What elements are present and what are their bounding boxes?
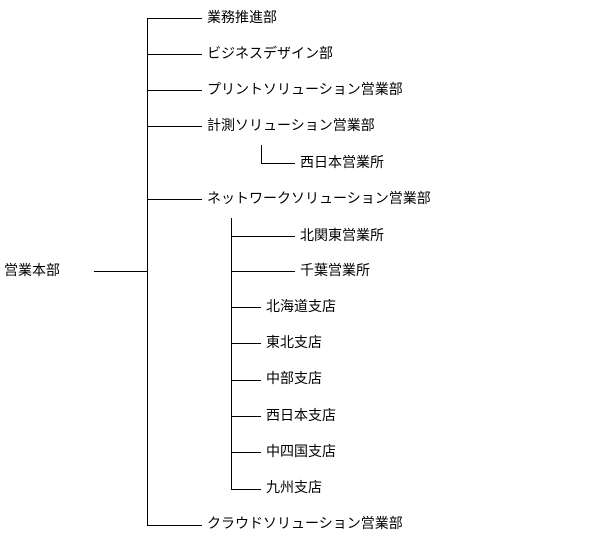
measurement-office-label-1: 西日本営業所	[300, 155, 384, 171]
dept-connector-3	[147, 90, 202, 91]
dept-label-5: ネットワークソリューション営業部	[207, 191, 431, 207]
network-branch-connector-2	[231, 343, 261, 344]
network-sub-trunk-line	[231, 218, 232, 489]
dept-connector-1	[147, 18, 202, 19]
network-office-connector-1	[231, 236, 295, 237]
main-trunk-line	[147, 18, 148, 525]
measurement-office-connector-1	[261, 163, 295, 164]
dept-connector-5	[147, 199, 202, 200]
dept-label-3: プリントソリューション営業部	[207, 82, 403, 98]
network-branch-label-6: 九州支店	[266, 480, 322, 496]
measurement-sub-trunk-line	[261, 145, 262, 163]
network-branch-label-4: 西日本支店	[266, 408, 336, 424]
network-branch-connector-5	[231, 452, 261, 453]
network-branch-connector-3	[231, 380, 261, 381]
network-branch-label-5: 中四国支店	[266, 444, 336, 460]
network-branch-connector-1	[231, 307, 261, 308]
network-branch-label-1: 北海道支店	[266, 299, 336, 315]
dept-label-2: ビジネスデザイン部	[207, 46, 333, 62]
network-office-label-2: 千葉営業所	[300, 263, 370, 279]
root-label: 営業本部	[4, 263, 60, 279]
dept-label-4: 計測ソリューション営業部	[207, 118, 375, 134]
network-office-label-1: 北関東営業所	[300, 228, 384, 244]
dept-connector-4	[147, 126, 202, 127]
network-branch-connector-4	[231, 416, 261, 417]
dept-connector-2	[147, 54, 202, 55]
network-branch-connector-6	[231, 489, 261, 490]
network-branch-label-2: 東北支店	[266, 335, 322, 351]
dept-label-1: 業務推進部	[207, 10, 277, 26]
dept-label-6: クラウドソリューション営業部	[207, 516, 403, 532]
network-branch-label-3: 中部支店	[266, 371, 322, 387]
root-connector	[94, 271, 148, 272]
network-office-connector-2	[231, 271, 295, 272]
dept-connector-6	[147, 525, 202, 526]
